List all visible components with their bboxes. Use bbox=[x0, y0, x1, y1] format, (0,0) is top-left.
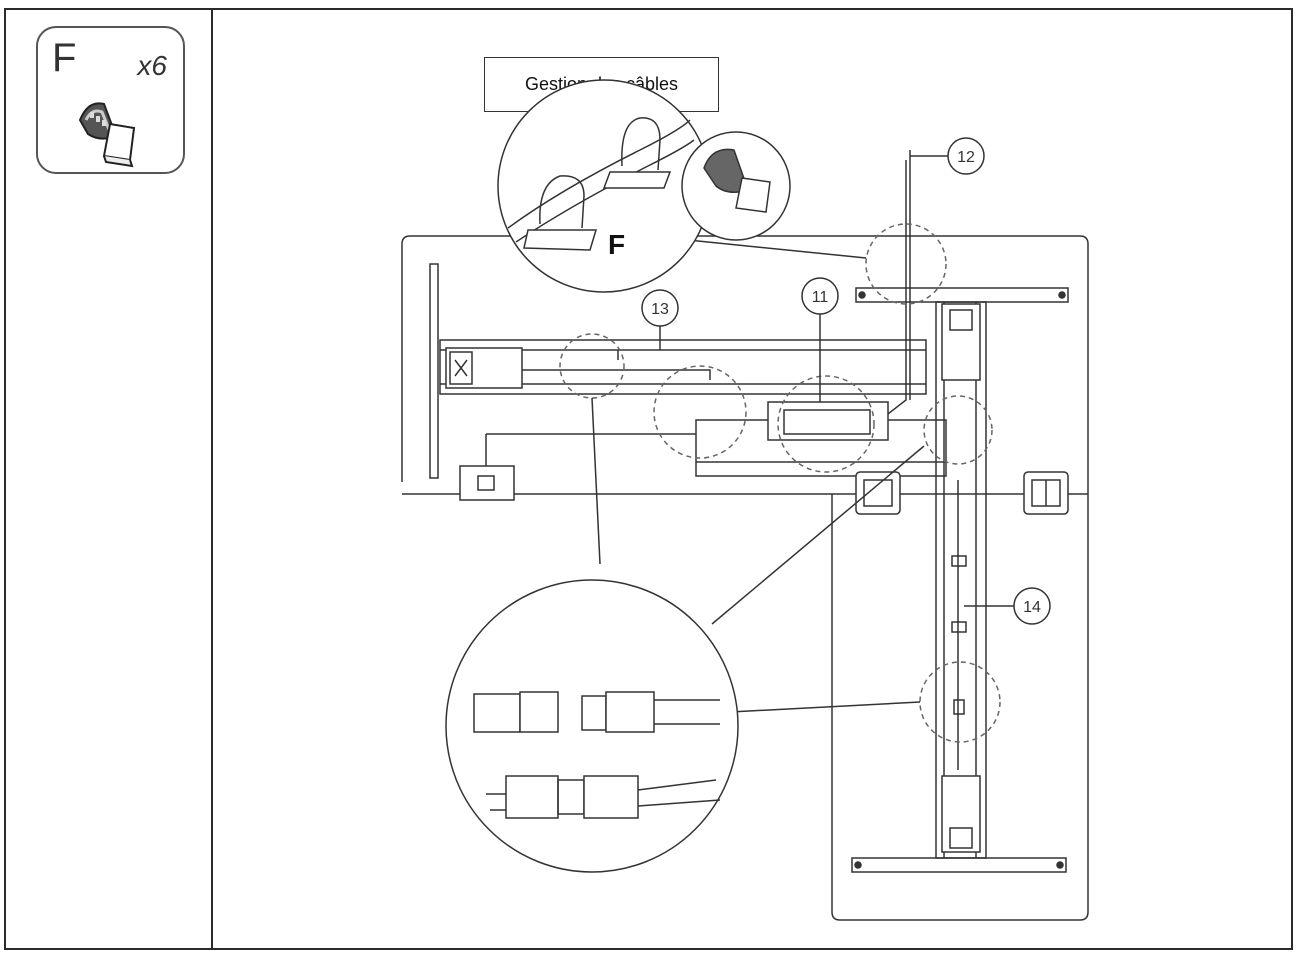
bottom-foot bbox=[851, 857, 1067, 873]
part-quantity: x6 bbox=[137, 50, 167, 81]
left-motor bbox=[445, 347, 523, 389]
label-13: 13 bbox=[651, 301, 669, 318]
part-letter: F bbox=[52, 36, 77, 80]
part-badge: F x6 bbox=[36, 26, 185, 174]
grommet-left bbox=[459, 465, 515, 501]
label-12: 12 bbox=[957, 149, 975, 166]
callout-clip-label: F bbox=[608, 229, 625, 260]
left-leg-rail bbox=[429, 263, 439, 479]
grommet-center bbox=[855, 471, 901, 515]
instruction-frame bbox=[4, 8, 1293, 950]
desk-outline bbox=[401, 235, 1089, 921]
label-14: 14 bbox=[1023, 599, 1041, 616]
panel-divider bbox=[211, 8, 213, 950]
top-beam bbox=[439, 339, 927, 395]
label-11: 11 bbox=[812, 289, 829, 306]
cable-clip-icon bbox=[78, 102, 136, 168]
